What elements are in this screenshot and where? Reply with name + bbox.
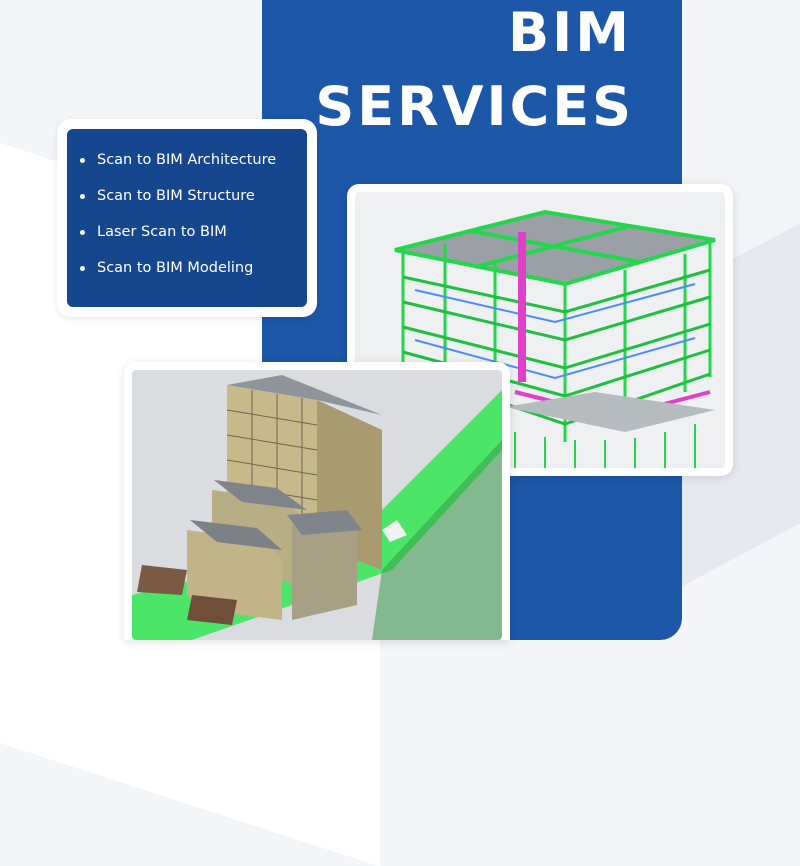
title-line-2: SERVICES [315, 75, 634, 138]
list-item: Scan to BIM Modeling [80, 259, 307, 277]
building-structure-model-icon [355, 192, 725, 468]
list-item: Scan to BIM Structure [80, 187, 307, 205]
bullet-icon [80, 194, 85, 199]
bullet-icon [80, 230, 85, 235]
service-label: Scan to BIM Architecture [97, 152, 277, 168]
list-item: Scan to BIM Architecture [80, 151, 307, 169]
list-item: Laser Scan to BIM [80, 223, 307, 241]
bullet-icon [80, 158, 85, 163]
service-label: Scan to BIM Modeling [97, 260, 254, 276]
service-label: Laser Scan to BIM [97, 224, 227, 240]
building-exterior-model-icon [132, 370, 502, 640]
services-list-panel: Scan to BIM Architecture Scan to BIM Str… [67, 129, 307, 307]
bullet-icon [80, 266, 85, 271]
structure-model-card [347, 184, 733, 476]
service-label: Scan to BIM Structure [97, 188, 255, 204]
services-card: Scan to BIM Architecture Scan to BIM Str… [57, 119, 317, 317]
exterior-model-card [124, 362, 510, 640]
services-list: Scan to BIM Architecture Scan to BIM Str… [67, 129, 307, 277]
title-line-1: BIM [508, 1, 632, 64]
